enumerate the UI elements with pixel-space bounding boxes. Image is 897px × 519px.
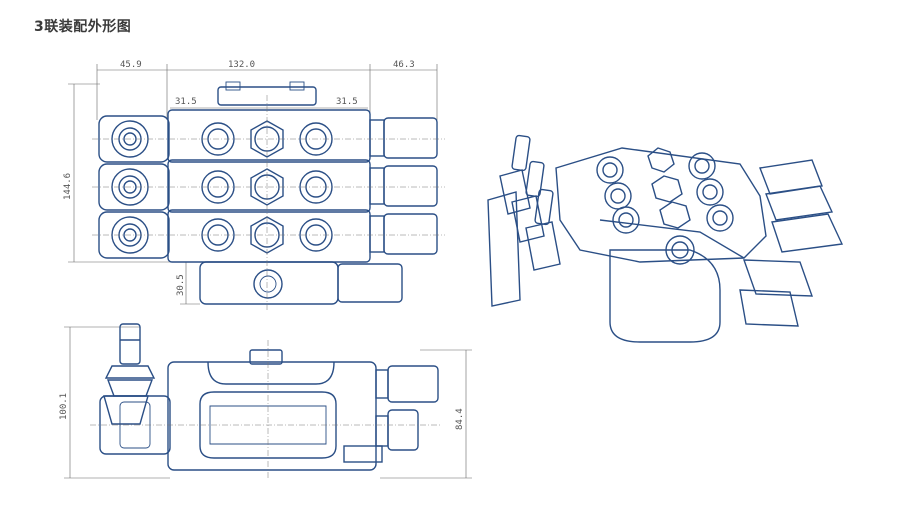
dim-total-height: 144.6 [63, 173, 73, 200]
dim-side-right: 84.4 [455, 408, 465, 430]
dim-side-left: 100.1 [59, 393, 69, 420]
isometric-view [487, 134, 844, 343]
dim-inner-right: 31.5 [336, 97, 358, 107]
dim-bottom-offset: 30.5 [176, 274, 186, 296]
side-view: 100.1 84.4 [59, 323, 472, 480]
dim-top-right: 46.3 [393, 60, 415, 70]
dim-top-main: 132.0 [228, 60, 255, 70]
page-title: 3联装配外形图 [34, 19, 132, 35]
dim-top-left: 45.9 [120, 60, 142, 70]
dim-inner-left: 31.5 [175, 97, 197, 107]
top-view: 45.9 132.0 46.3 31.5 31.5 144.6 30.5 [63, 60, 445, 310]
